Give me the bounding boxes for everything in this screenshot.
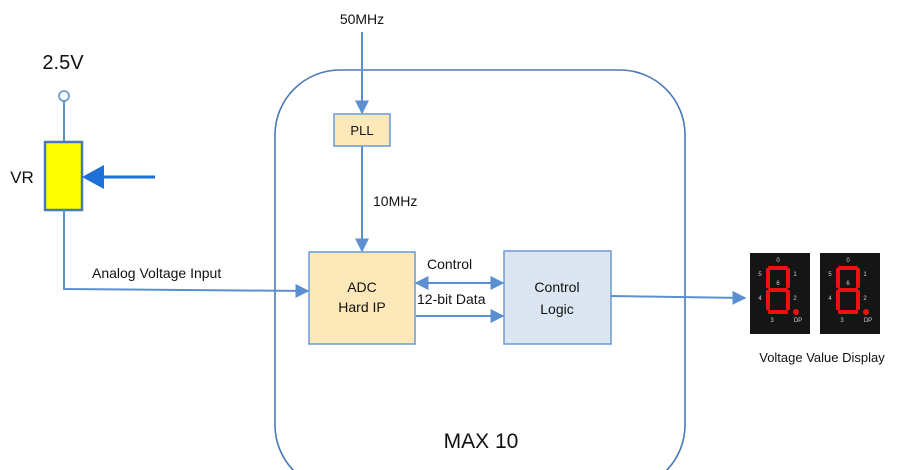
segment-mark: 3: [840, 318, 844, 324]
segment-mark: 5: [758, 272, 762, 278]
decimal-point: [793, 309, 799, 315]
segment-mark: 4: [758, 296, 762, 302]
display-label: Voltage Value Display: [759, 350, 885, 365]
segment: [856, 290, 860, 310]
logic-label-line1: Control: [534, 279, 579, 295]
segment-mark: 5: [828, 272, 832, 278]
adc-hard-ip-block: [308, 251, 416, 345]
digit-1: 0 5 1 6 4 2 3 DP: [750, 253, 810, 334]
segment: [838, 310, 858, 314]
analog-input-wire: [63, 210, 310, 298]
segment: [786, 268, 790, 288]
segment-mark: 1: [863, 272, 867, 278]
pll-label: PLL: [350, 123, 373, 138]
segment: [766, 268, 770, 288]
adc-label-line2: Hard IP: [338, 299, 385, 315]
clock-in-label: 50MHz: [340, 11, 384, 27]
segment: [768, 310, 788, 314]
digit-2: 0 5 1 6 4 2 3 DP: [820, 253, 880, 334]
seven-segment-display: 0 5 1 6 4 2 3 DP 0 5 1 6 4 2 3 DP: [750, 253, 880, 334]
segment-mark: 6: [846, 281, 850, 287]
decimal-point: [863, 309, 869, 315]
analog-input-label: Analog Voltage Input: [92, 265, 221, 281]
segment-mark: 3: [770, 318, 774, 324]
segment-mark: 0: [776, 258, 780, 264]
segment: [836, 290, 840, 310]
control-logic-block: [503, 250, 612, 345]
segment: [838, 288, 858, 292]
segment-mark: 2: [793, 296, 797, 302]
supply-voltage-label: 2.5V: [42, 52, 84, 74]
resistor-label: VR: [10, 168, 34, 187]
control-bus-label: Control: [427, 256, 472, 272]
max10-chip-boundary: [274, 69, 686, 470]
chip-label: MAX 10: [444, 430, 519, 453]
segment: [768, 288, 788, 292]
wiper-arrow-icon: [82, 165, 104, 189]
variable-resistor: [43, 140, 84, 212]
logic-label-line2: Logic: [540, 301, 573, 317]
segment-mark: 0: [846, 258, 850, 264]
segment-mark: 2: [863, 296, 867, 302]
pll-block: [333, 113, 391, 147]
pll-out-label: 10MHz: [373, 193, 417, 209]
adc-label-line1: ADC: [347, 279, 377, 295]
segment-mark: DP: [864, 318, 872, 324]
segment-mark: 4: [828, 296, 832, 302]
logic-to-display-line: [610, 290, 747, 305]
segment-mark: 1: [793, 272, 797, 278]
segment: [836, 268, 840, 288]
supply-terminal: [58, 90, 70, 102]
segment: [856, 268, 860, 288]
segment: [786, 290, 790, 310]
segment: [768, 266, 788, 270]
segment-mark: DP: [794, 318, 802, 324]
segment: [766, 290, 770, 310]
data-bus-label: 12-bit Data: [417, 291, 486, 307]
segment-mark: 6: [776, 281, 780, 287]
segment: [838, 266, 858, 270]
